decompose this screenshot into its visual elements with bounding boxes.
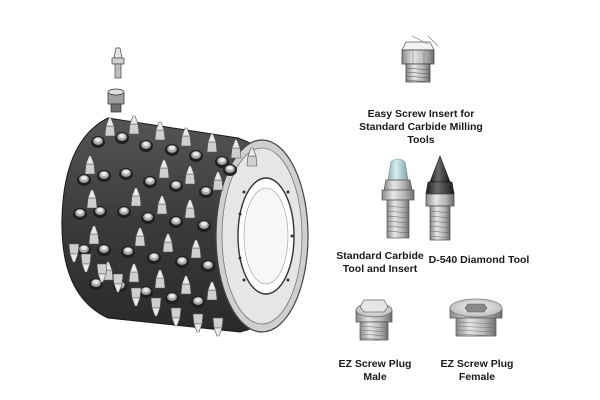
milling-drum (61, 47, 309, 337)
caption-d540: D-540 Diamond Tool (428, 254, 530, 266)
ez-screw-plug-male-image (355, 299, 393, 341)
ez-screw-plug-female-image (449, 298, 503, 337)
standard-carbide-tool-image (381, 158, 415, 239)
loose-screw-insert (107, 88, 125, 113)
easy-screw-insert-image (401, 35, 439, 83)
caption-plug-female: EZ Screw Plug Female (440, 358, 514, 383)
caption-plug-male: EZ Screw Plug Male (338, 358, 412, 383)
caption-easy-screw-insert: Easy Screw Insert for Standard Carbide M… (359, 108, 483, 146)
d540-diamond-tool-image (425, 155, 455, 241)
caption-standard-carbide: Standard Carbide Tool and Insert (336, 250, 424, 275)
loose-carbide-pick (111, 47, 125, 79)
